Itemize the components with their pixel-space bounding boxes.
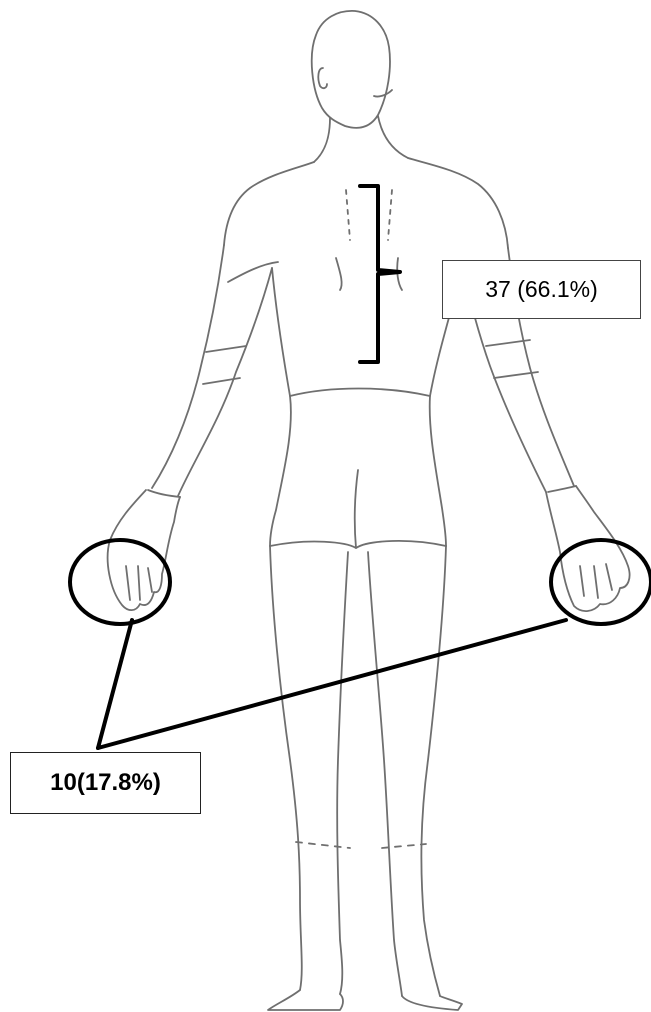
spine-marks [346,190,392,240]
shoulder-left [224,162,314,245]
torso-left [270,268,291,546]
gluteal-cleft [355,470,358,548]
right-leg-inner [368,552,402,996]
left-leg-inner [337,552,348,994]
left-hand-leader [98,620,132,748]
ear [318,68,327,88]
body-outline [108,11,630,1010]
neck-crease [374,90,392,97]
left-leg-outer [270,546,302,990]
neck-left [314,118,330,162]
upper-back-count-label: 37 (66.1%) [442,260,641,319]
upper-back-bracket [360,186,400,362]
right-leg-outer [421,546,446,996]
head [312,11,390,128]
left-hand-circle [70,540,170,624]
buttocks-line [270,541,446,548]
left-foot [268,990,343,1010]
right-foot [402,996,462,1010]
left-arm-outer [152,245,224,488]
waistline [290,389,430,397]
neck-right [378,116,408,158]
right-armband [486,340,538,378]
left-fingers [126,566,152,600]
scapula-left [336,258,342,290]
right-hand-outline [546,486,630,611]
hands-count-label: 10(17.8%) [10,752,201,814]
knee-marks [296,842,426,848]
right-wrist [548,486,576,492]
shoulder-right [408,158,508,248]
right-hand-leader [98,620,566,748]
left-arm-inner [178,268,272,496]
right-fingers [580,564,612,598]
left-wrist [148,490,180,497]
